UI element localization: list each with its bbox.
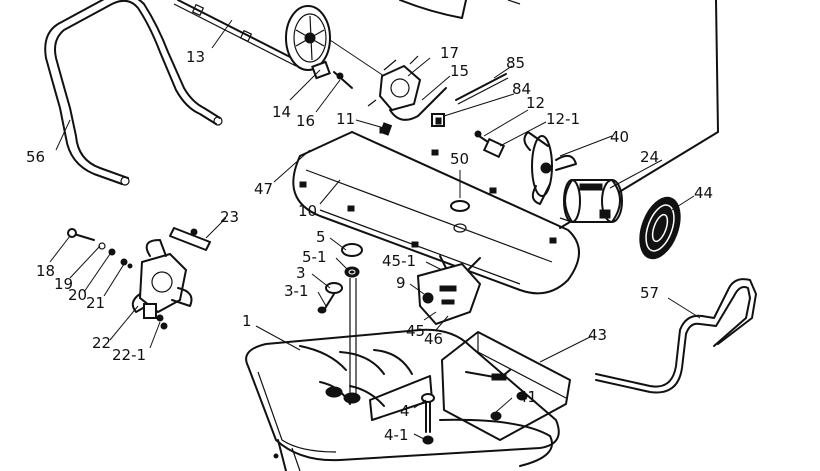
rod-85 [455,73,509,105]
label-56: 56 [26,148,45,166]
label-16: 16 [296,112,315,130]
rod-13 [173,0,301,67]
screws-18-21 [67,228,133,269]
label-84: 84 [512,80,531,98]
label-14: 14 [272,103,291,121]
fuel-gauge-3 [317,282,343,314]
fan-wheel-upper [285,5,391,81]
fan-blade-40 [523,131,577,205]
label-1: 1 [242,312,252,330]
label-22-1: 22-1 [112,346,146,364]
label-50: 50 [450,150,469,168]
label-5-1: 5-1 [302,248,327,266]
label-12-1: 12-1 [546,110,580,128]
label-19: 19 [54,275,73,293]
label-57: 57 [640,284,659,302]
fittings-14-16 [311,60,353,89]
pump-assembly-17 [367,55,422,112]
label-22: 22 [92,334,111,352]
ignition-assembly-22 [131,239,193,330]
drain-plug-4 [421,393,435,445]
control-box-9 [416,255,482,326]
label-23: 23 [220,208,239,226]
bracket-23 [169,227,211,251]
label-4: 4 [400,402,410,420]
label-41: 41 [518,388,537,406]
label-47: 47 [254,180,273,198]
label-18: 18 [36,262,55,280]
label-44: 44 [694,184,713,202]
label-13: 13 [186,48,205,66]
label-46: 46 [424,330,443,348]
label-45: 45 [406,322,425,340]
label-11: 11 [336,110,355,128]
label-85: 85 [506,54,525,72]
label-12: 12 [526,94,545,112]
label-21: 21 [86,294,105,312]
label-17: 17 [440,44,459,62]
motor-24 [559,179,623,223]
base-frame-43 [441,331,571,441]
label-3-1: 3-1 [284,282,309,300]
label-43: 43 [588,326,607,344]
label-24: 24 [640,148,659,166]
label-15: 15 [450,62,469,80]
fan-guard-44 [639,196,681,260]
label-10: 10 [298,202,317,220]
handle-right-57 [595,278,757,394]
fuel-cap-5 [341,243,363,394]
lower-shell [273,418,553,471]
label-3: 3 [296,264,306,282]
clip-84 [431,113,445,127]
handle-left-56 [44,0,223,186]
label-40: 40 [610,128,629,146]
callout-labels: 13 14 16 17 15 11 85 84 12 12-1 40 24 44… [26,44,713,444]
combustion-shell-47 [292,127,580,295]
label-20: 20 [68,286,87,304]
label-5: 5 [316,228,326,246]
label-4-1: 4-1 [384,426,409,444]
leader-lines [49,19,701,441]
label-45-1: 45-1 [382,252,416,270]
igniter-12 [474,130,506,159]
label-9: 9 [396,274,406,292]
